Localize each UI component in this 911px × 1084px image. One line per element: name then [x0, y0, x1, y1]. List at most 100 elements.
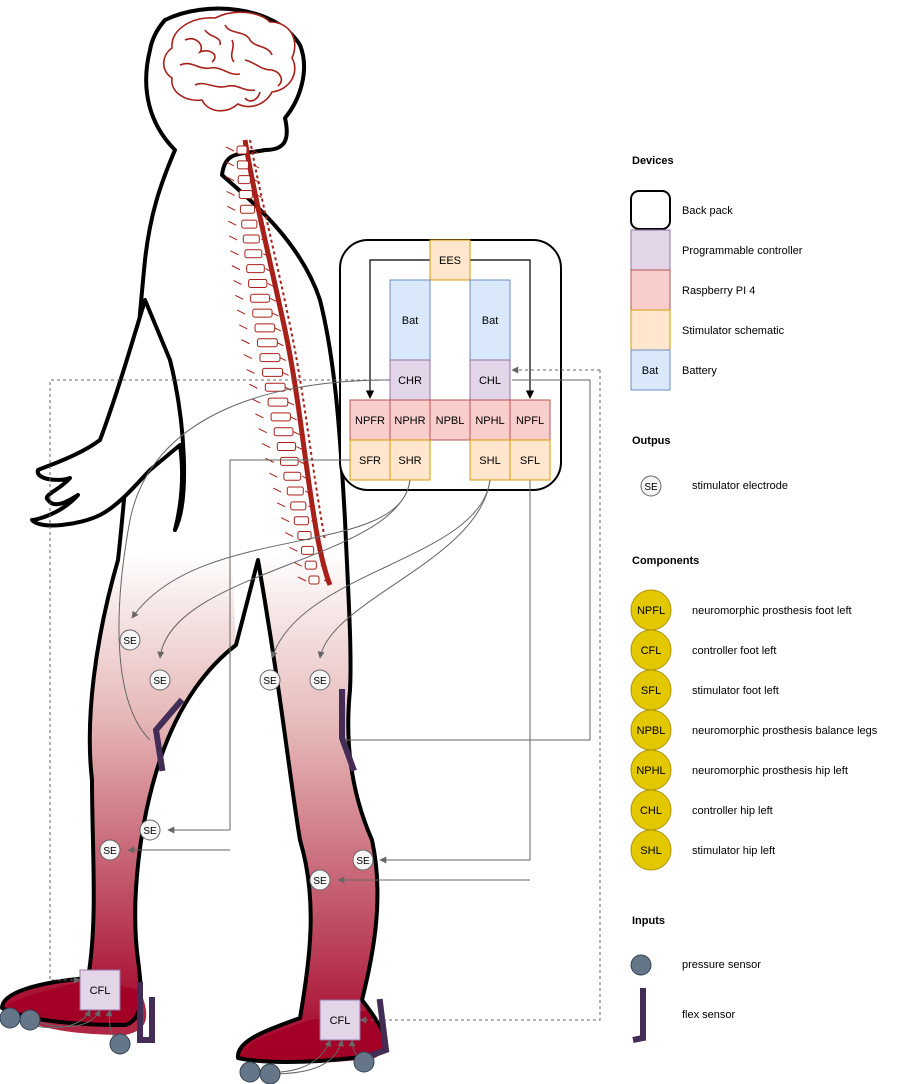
vertebra-process	[252, 398, 295, 406]
legend-electrode-label: stimulator electrode	[692, 480, 788, 492]
npbl-block: NPBL	[429, 399, 471, 441]
flex-sensor-right-knee	[152, 697, 185, 772]
shl-block: SHL	[469, 439, 511, 481]
component-label: neuromorphic prosthesis balance legs	[692, 725, 878, 737]
pressure-sensor-icon	[353, 1051, 375, 1073]
npfl-label: NPFL	[516, 415, 544, 427]
legend-components-title: Components	[632, 555, 699, 567]
vertebra	[244, 249, 263, 259]
legend-programmable-controller: Programmable controller	[630, 229, 803, 271]
vertebra	[286, 486, 304, 496]
component-abbr: CFL	[641, 645, 662, 657]
vertebra-process	[261, 443, 303, 450]
electrode-circle	[139, 819, 161, 841]
pressure-sensors	[0, 1007, 375, 1084]
vertebra	[242, 234, 260, 244]
vertebra	[270, 412, 291, 422]
vertebra	[252, 308, 273, 318]
vertebra-process	[239, 324, 282, 332]
vertebra	[236, 160, 249, 170]
vertebra-process	[233, 280, 274, 287]
vertebra	[308, 575, 320, 585]
component-abbr: CHL	[640, 805, 662, 817]
legend-outputs-title: Outpus	[632, 435, 671, 447]
shr-block: SHR	[389, 439, 431, 481]
vertebra	[297, 531, 312, 541]
electrode-circle	[149, 669, 171, 691]
vertebra	[239, 204, 256, 214]
legend-component-item: NPHL neuromorphic prosthesis hip left	[630, 749, 848, 791]
vertebra	[264, 382, 286, 392]
right-leg-fill	[2, 551, 236, 1025]
electrode-label: SE	[263, 676, 277, 687]
component-abbr: SFL	[641, 685, 661, 697]
vertebra-process	[234, 294, 277, 302]
electrode-label: SE	[313, 676, 327, 687]
stimulator-electrode: SE	[309, 869, 331, 891]
vertebra	[304, 560, 317, 570]
shr-label: SHR	[398, 455, 421, 467]
vertebra-process	[276, 502, 315, 510]
vertebra	[301, 545, 315, 555]
sfl-block: SFL	[509, 439, 551, 481]
stimulator-electrode: SE	[309, 669, 331, 691]
component-abbr: NPHL	[636, 765, 665, 777]
vertebra-process	[227, 220, 266, 228]
electrode-circle	[99, 839, 121, 861]
vertebra	[250, 293, 270, 303]
battery-left-label: Bat	[482, 315, 499, 327]
vertebra	[246, 264, 265, 274]
sfr-block: SFR	[349, 439, 391, 481]
vertebra	[254, 323, 276, 333]
component-label: stimulator foot left	[692, 685, 779, 697]
electrode-circle	[119, 629, 141, 651]
vertebra-process	[236, 309, 279, 317]
nphl-block: NPHL	[469, 399, 511, 441]
electrode-label: SE	[153, 676, 167, 687]
vertebra-process	[227, 205, 264, 213]
legend-raspberry-pi-label: Raspberry PI 4	[682, 285, 755, 297]
vertebra	[273, 427, 294, 437]
foot-controller-right-label: CFL	[90, 985, 111, 997]
vertebra-process	[241, 339, 284, 347]
vertebra	[276, 442, 297, 452]
legend-battery: Bat Battery	[630, 349, 717, 391]
battery-right-label: Bat	[402, 315, 419, 327]
electrode-label: SE	[123, 636, 137, 647]
legend-stimulator-schematic: Stimulator schematic	[630, 309, 785, 351]
ees-label: EES	[439, 255, 461, 267]
component-label: neuromorphic prosthesis hip left	[692, 765, 848, 777]
vertebra	[267, 397, 289, 407]
pressure-sensor-icon	[630, 954, 652, 976]
npfr-block: NPFR	[349, 399, 391, 441]
flex-sensor-wiring	[49, 366, 601, 1024]
legend-inputs-title: Inputs	[632, 915, 665, 927]
vertebra-process	[258, 428, 300, 436]
chr-label: CHR	[398, 375, 422, 387]
pressure-sensor-icon	[259, 1063, 281, 1084]
foot-controller-left-label: CFL	[330, 1015, 351, 1027]
legend-flex-sensor-label: flex sensor	[682, 1009, 736, 1021]
foot-controller-right: CFL	[79, 969, 121, 1011]
stimulator-electrode: SE	[259, 669, 281, 691]
vertebra-process	[230, 250, 270, 258]
nphl-label: NPHL	[475, 415, 504, 427]
electrode-circle	[352, 849, 374, 871]
vertebra-process	[246, 368, 289, 376]
nphr-block: NPHR	[389, 399, 431, 441]
nphr-label: NPHR	[394, 415, 425, 427]
electrode-label: SE	[143, 826, 157, 837]
legend-pressure-sensor-label: pressure sensor	[682, 959, 761, 971]
vertebra-process	[293, 561, 328, 569]
ees-wiring	[365, 259, 535, 399]
vertebra-process	[243, 354, 287, 362]
npbl-label: NPBL	[436, 415, 465, 427]
component-label: controller hip left	[692, 805, 773, 817]
flex-sensor-right-ankle	[137, 982, 155, 1043]
battery-left-block: Bat	[469, 279, 511, 361]
brain-icon	[162, 11, 296, 112]
legend-programmable-controller-label: Programmable controller	[682, 245, 803, 257]
